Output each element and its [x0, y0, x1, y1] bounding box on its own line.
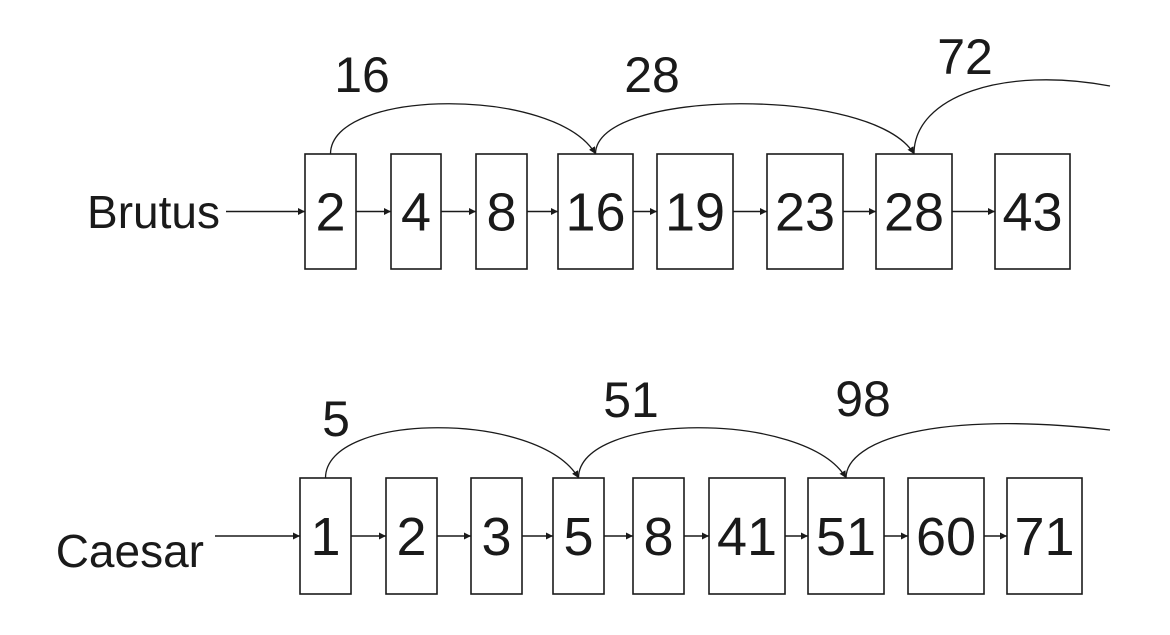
- posting-box: [557, 153, 634, 270]
- posting-node: 4: [390, 153, 442, 270]
- posting-box: [390, 153, 442, 270]
- skip-pointer-arrow: [594, 103, 915, 155]
- posting-node: 8: [475, 153, 528, 270]
- posting-box: [304, 153, 357, 270]
- posting-docid: 19: [665, 183, 725, 243]
- posting-docid: 5: [563, 507, 593, 567]
- term-label-brutus: Brutus: [87, 186, 220, 238]
- skip-target-label: 5: [322, 391, 350, 447]
- posting-node: 3: [470, 477, 523, 595]
- posting-node: 51: [807, 477, 885, 595]
- posting-box: [470, 477, 523, 595]
- skip-pointer-arrow-open: [845, 422, 1111, 479]
- posting-docid: 1: [310, 507, 340, 567]
- posting-docid: 28: [884, 183, 944, 243]
- skip-pointer-arrow: [577, 427, 847, 479]
- posting-node: 41: [708, 477, 786, 595]
- posting-box: [299, 477, 352, 595]
- skip-target-label: 28: [624, 47, 680, 103]
- posting-docid: 43: [1002, 183, 1062, 243]
- posting-docid: 8: [486, 183, 516, 243]
- term-label-caesar: Caesar: [56, 525, 204, 577]
- posting-box: [1006, 477, 1083, 595]
- skip-pointer-arrow: [329, 103, 597, 155]
- posting-docid: 4: [401, 183, 431, 243]
- posting-box: [552, 477, 605, 595]
- posting-docid: 8: [643, 507, 673, 567]
- posting-box: [656, 153, 734, 270]
- posting-node: 1: [299, 477, 352, 595]
- skip-target-label: 72: [937, 29, 993, 85]
- skip-pointers-caesar: 5 51 98: [322, 371, 1111, 479]
- posting-docid: 60: [916, 507, 976, 567]
- posting-box: [632, 477, 685, 595]
- skip-target-label: 16: [334, 47, 390, 103]
- posting-box: [875, 153, 953, 270]
- posting-node: 2: [304, 153, 357, 270]
- skip-pointers-brutus: 16 28 72: [329, 29, 1111, 155]
- posting-node: 5: [552, 477, 605, 595]
- posting-box: [907, 477, 985, 595]
- skip-pointer-arrow: [324, 427, 580, 479]
- posting-node: 28: [875, 153, 953, 270]
- posting-docid: 71: [1014, 507, 1074, 567]
- posting-docid: 16: [565, 183, 625, 243]
- posting-node: 60: [907, 477, 985, 595]
- posting-docid: 41: [717, 507, 777, 567]
- posting-node: 19: [656, 153, 734, 270]
- posting-docid: 2: [315, 183, 345, 243]
- skip-pointer-arrow-open: [913, 79, 1111, 155]
- posting-node: 43: [994, 153, 1071, 270]
- posting-box: [994, 153, 1071, 270]
- posting-node: 71: [1006, 477, 1083, 595]
- posting-box: [766, 153, 844, 270]
- posting-node: 2: [385, 477, 438, 595]
- posting-node: 23: [766, 153, 844, 270]
- posting-node: 16: [557, 153, 634, 270]
- posting-box: [385, 477, 438, 595]
- posting-docid: 51: [816, 507, 876, 567]
- posting-box: [708, 477, 786, 595]
- skip-target-label: 51: [603, 372, 659, 428]
- posting-node: 8: [632, 477, 685, 595]
- posting-docid: 2: [396, 507, 426, 567]
- posting-box: [475, 153, 528, 270]
- posting-docid: 3: [481, 507, 511, 567]
- skip-target-label: 98: [835, 371, 891, 427]
- posting-docid: 23: [775, 183, 835, 243]
- posting-box: [807, 477, 885, 595]
